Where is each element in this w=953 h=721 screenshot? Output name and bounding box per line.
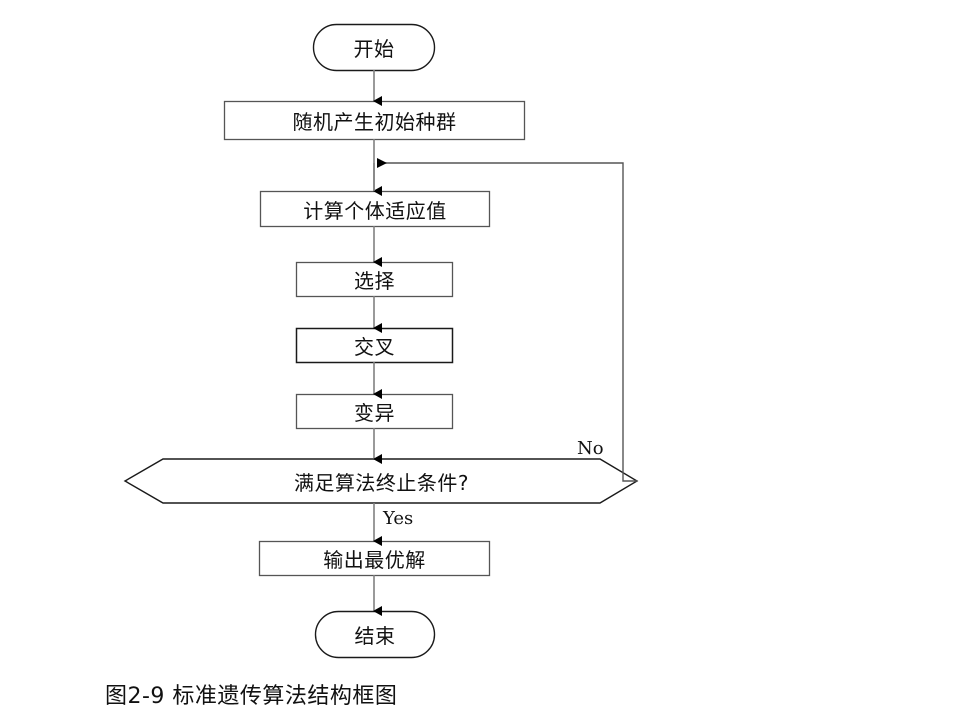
- node-shape-fitness: [259, 190, 491, 228]
- node-shape-start: [312, 23, 436, 72]
- connector-decision-no-feedback: [377, 158, 637, 482]
- figure-caption: 图2-9 标准遗传算法结构框图: [105, 684, 398, 709]
- node-shape-init-population: [223, 100, 526, 141]
- node-shape-crossover: [295, 327, 454, 364]
- edge-label-yes: Yes: [383, 508, 414, 529]
- edge-label-no: No: [577, 438, 604, 459]
- node-shape-end: [314, 610, 436, 659]
- node-shape-mutation: [295, 393, 454, 430]
- node-shape-decision: [123, 458, 639, 504]
- node-shape-selection: [295, 261, 454, 298]
- node-shape-output-best: [258, 540, 491, 577]
